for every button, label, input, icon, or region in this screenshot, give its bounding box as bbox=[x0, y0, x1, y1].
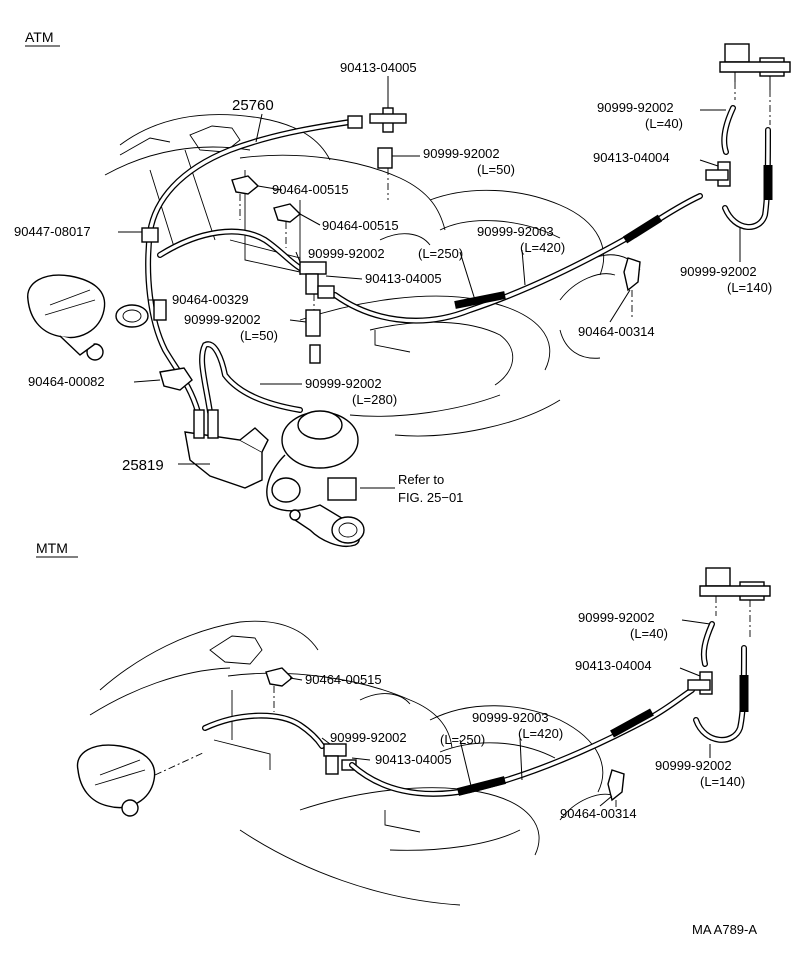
label-fig-25-01: FIG. 25−01 bbox=[398, 490, 463, 505]
label-90464-00329: 90464-00329 bbox=[172, 292, 249, 307]
mtm-label-90999-92002-l140-len: (L=140) bbox=[700, 774, 745, 789]
atm-hose-left-down bbox=[141, 227, 201, 415]
label-90999-92002-l40-len: (L=40) bbox=[645, 116, 683, 131]
atm-hose-25760 bbox=[147, 115, 363, 235]
label-90999-92002-l140-len: (L=140) bbox=[727, 280, 772, 295]
atm-clip-00314 bbox=[623, 257, 641, 318]
mtm-label-90464-00314: 90464-00314 bbox=[560, 806, 637, 821]
atm-right-hoses bbox=[705, 105, 773, 230]
atm-hose-l250 bbox=[157, 228, 303, 271]
mtm-label-90413-04004: 90413-04004 bbox=[575, 658, 652, 673]
label-90999-92002-l40: 90999-92002 bbox=[597, 100, 674, 115]
atm-hose-l50-mid bbox=[305, 294, 321, 364]
label-25819: 25819 bbox=[122, 457, 164, 474]
mtm-label-90464-00515: 90464-00515 bbox=[305, 672, 382, 687]
atm-leader-lines bbox=[118, 76, 741, 489]
mtm-engine-outline bbox=[89, 620, 616, 906]
label-refer-to: Refer to bbox=[398, 472, 444, 487]
label-90999-92002-l140: 90999-92002 bbox=[680, 264, 757, 279]
mtm-clip-00314 bbox=[607, 769, 625, 810]
atm-tee-mid bbox=[299, 261, 335, 299]
mtm-hose-l250 bbox=[202, 712, 325, 749]
mtm-section: MTM bbox=[36, 540, 771, 906]
mtm-label-90413-04005: 90413-04005 bbox=[375, 752, 452, 767]
label-90999-92002-l250-len: (L=250) bbox=[418, 246, 463, 261]
atm-throttle-body bbox=[27, 274, 106, 361]
mtm-label-90999-92002-l40-len: (L=40) bbox=[630, 626, 668, 641]
atm-clip-00515-b bbox=[273, 203, 302, 223]
mtm-clip-00515 bbox=[265, 667, 294, 712]
atm-egr-valve bbox=[266, 410, 365, 547]
atm-labels: 25760 90413-04005 90999-92002 (L=50) 904… bbox=[14, 60, 772, 505]
mtm-hose-l420 bbox=[349, 687, 695, 797]
atm-vsv-right bbox=[719, 43, 791, 125]
label-90464-00314: 90464-00314 bbox=[578, 324, 655, 339]
mtm-label-90999-92002-l250-len: (L=250) bbox=[440, 732, 485, 747]
label-90999-92002-l250: 90999-92002 bbox=[308, 246, 385, 261]
label-90447-08017: 90447-08017 bbox=[14, 224, 91, 239]
label-90464-00082: 90464-00082 bbox=[28, 374, 105, 389]
atm-clip-00515-a bbox=[231, 175, 260, 195]
mtm-leader-lines bbox=[289, 619, 711, 807]
label-90999-92002-l50-top-len: (L=50) bbox=[477, 162, 515, 177]
label-90464-00515-b: 90464-00515 bbox=[322, 218, 399, 233]
atm-tee-top bbox=[369, 107, 407, 200]
mtm-heading: MTM bbox=[36, 540, 68, 556]
atm-section: ATM bbox=[14, 29, 791, 547]
atm-hose-l420 bbox=[332, 193, 703, 324]
label-90999-92003: 90999-92003 bbox=[477, 224, 554, 239]
mtm-label-90999-92003-len: (L=420) bbox=[518, 726, 563, 741]
atm-clip-00082 bbox=[159, 367, 193, 391]
label-90999-92002-l50-mid: 90999-92002 bbox=[184, 312, 261, 327]
mtm-label-90999-92003: 90999-92003 bbox=[472, 710, 549, 725]
atm-hose-l280 bbox=[199, 341, 303, 415]
label-90413-04005-top: 90413-04005 bbox=[340, 60, 417, 75]
mtm-label-90999-92002-l40: 90999-92002 bbox=[578, 610, 655, 625]
label-25760: 25760 bbox=[232, 97, 274, 114]
mtm-vsv-right bbox=[699, 567, 771, 640]
label-90999-92002-l50-mid-len: (L=50) bbox=[240, 328, 278, 343]
mtm-label-90999-92002-l140: 90999-92002 bbox=[655, 758, 732, 773]
mtm-label-90999-92002-l250: 90999-92002 bbox=[330, 730, 407, 745]
label-90999-92002-l280: 90999-92002 bbox=[305, 376, 382, 391]
atm-heading: ATM bbox=[25, 29, 54, 45]
mtm-right-hoses bbox=[687, 621, 749, 743]
label-90413-04004: 90413-04004 bbox=[593, 150, 670, 165]
label-90999-92002-l280-len: (L=280) bbox=[352, 392, 397, 407]
mtm-tee bbox=[323, 743, 357, 775]
label-90999-92002-l50-top: 90999-92002 bbox=[423, 146, 500, 161]
mtm-labels: 90999-92002 (L=40) 90413-04004 90464-005… bbox=[305, 610, 745, 821]
label-90413-04005-mid: 90413-04005 bbox=[365, 271, 442, 286]
mtm-throttle-body bbox=[76, 744, 206, 817]
atm-clip-00329 bbox=[115, 304, 149, 328]
atm-vsv-25819 bbox=[184, 409, 269, 489]
figure-code: MA A789-A bbox=[692, 922, 757, 937]
label-90464-00515-a: 90464-00515 bbox=[272, 182, 349, 197]
label-90999-92003-len: (L=420) bbox=[520, 240, 565, 255]
